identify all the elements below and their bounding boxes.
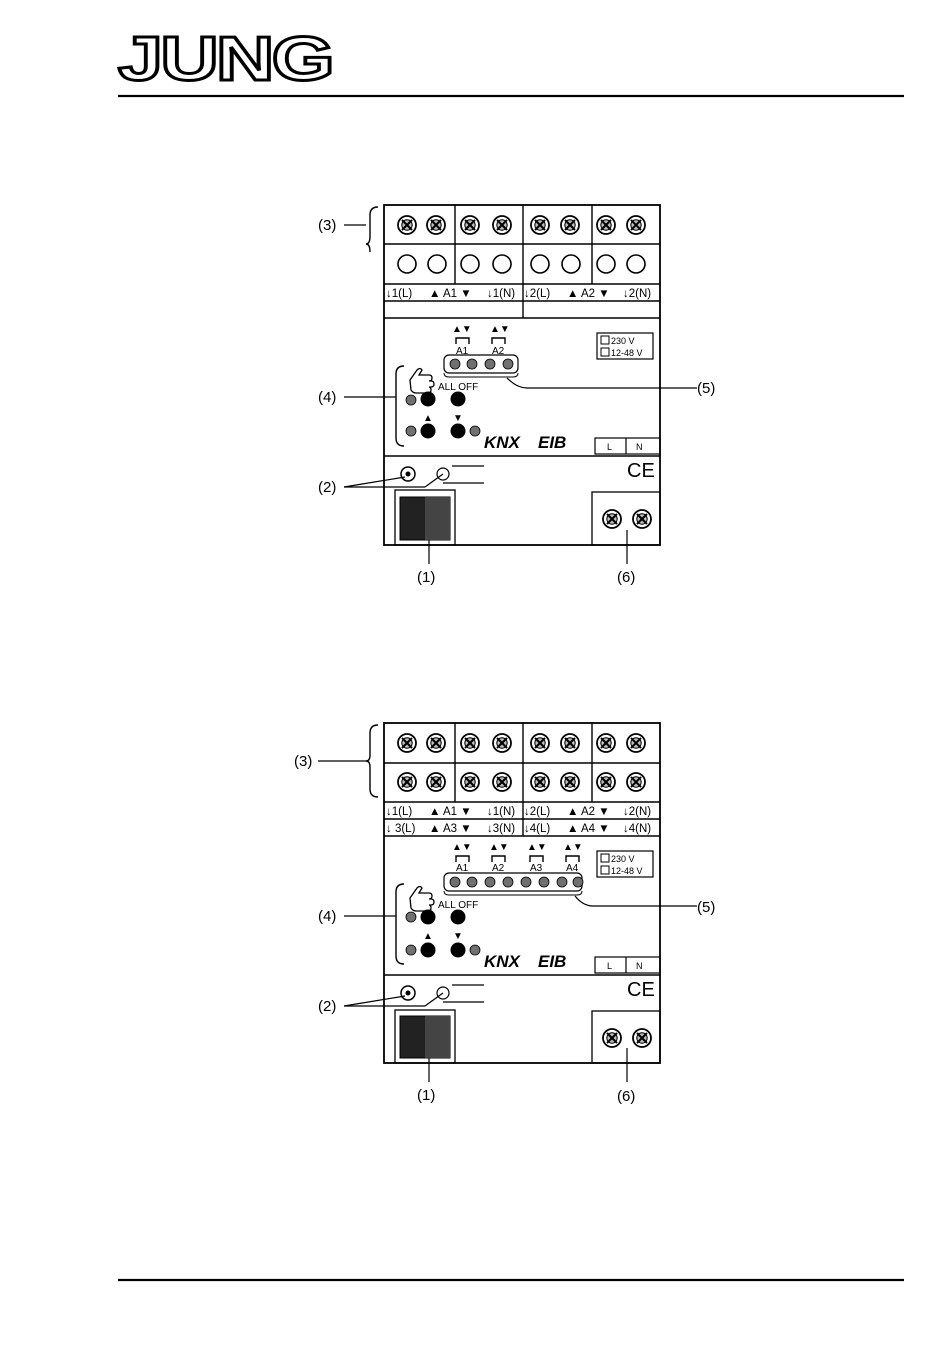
terminal-screws-row1	[398, 216, 645, 234]
callout-5: (5)	[697, 899, 715, 916]
callout-6: (6)	[617, 1088, 635, 1105]
channel-label: A3	[530, 863, 543, 874]
voltage-option: 230 V	[611, 336, 635, 346]
callout-1: (1)	[417, 1087, 435, 1104]
terminal-label: ▲ A1 ▼	[429, 288, 472, 300]
terminal-label: ▲ A4 ▼	[567, 823, 610, 835]
device-diagram-2ch: ↓1(L) ▲ A1 ▼ ↓1(N) ↓2(L) ▲ A2 ▼ ↓2(N) ▲▼…	[318, 205, 715, 586]
channel-arrows: ▲▼	[489, 842, 509, 853]
status-led	[467, 359, 477, 369]
supply-terminal-label: N	[636, 961, 643, 971]
channel-arrows: ▲▼	[452, 324, 472, 335]
callout-1: (1)	[417, 569, 435, 586]
terminal-label: ▲ A2 ▼	[567, 288, 610, 300]
terminal-label: ↓1(L)	[386, 806, 412, 818]
callout-2: (2)	[318, 998, 336, 1015]
supply-terminal-label: L	[607, 961, 612, 971]
supply-screw	[603, 1029, 621, 1047]
hand-icon	[410, 887, 434, 912]
terminal-label: ▲ A2 ▼	[567, 806, 610, 818]
manual-mode-button[interactable]	[421, 910, 436, 925]
terminal-screws-row1	[398, 734, 645, 752]
supply-screw	[603, 510, 621, 528]
ce-mark: CE	[627, 460, 655, 482]
knx-logo: KNX	[484, 433, 522, 452]
down-button[interactable]	[451, 943, 466, 958]
channel-label: A4	[566, 863, 579, 874]
voltage-option: 230 V	[611, 854, 635, 864]
all-off-button[interactable]	[451, 392, 466, 407]
terminal-label: ▲ A3 ▼	[429, 823, 472, 835]
callout-2: (2)	[318, 479, 336, 496]
terminal-holes-row2	[398, 255, 645, 273]
channel-arrows: ▲▼	[527, 842, 547, 853]
all-off-label: ALL OFF	[438, 900, 478, 911]
eib-logo: EIB	[538, 952, 566, 971]
terminal-label: ↓ 3(L)	[386, 823, 416, 835]
status-led	[485, 359, 495, 369]
status-led	[503, 359, 513, 369]
terminal-label: ↓1(N)	[487, 288, 515, 300]
callout-6: (6)	[617, 569, 635, 586]
channel-label: A2	[492, 863, 505, 874]
callout-3: (3)	[318, 217, 336, 234]
terminal-label: ↓2(N)	[623, 806, 651, 818]
channel-arrows: ▲▼	[490, 324, 510, 335]
supply-terminal-label: N	[636, 442, 643, 452]
channel-label: A1	[456, 863, 469, 874]
callout-4: (4)	[318, 389, 336, 406]
device-diagram-4ch: ↓1(L) ▲ A1 ▼ ↓1(N) ↓2(L) ▲ A2 ▼ ↓2(N) ↓ …	[294, 723, 715, 1105]
down-button[interactable]	[451, 424, 466, 439]
terminal-label: ↓2(N)	[623, 288, 651, 300]
logo-text: JUNG	[118, 25, 332, 94]
terminal-label: ↓1(L)	[386, 288, 412, 300]
voltage-option: 12-48 V	[611, 348, 643, 358]
terminal-screws-row2	[398, 773, 645, 791]
eib-logo: EIB	[538, 433, 566, 452]
all-off-button[interactable]	[451, 910, 466, 925]
up-button[interactable]	[421, 943, 436, 958]
voltage-option: 12-48 V	[611, 866, 643, 876]
ce-mark: CE	[627, 979, 655, 1001]
terminal-label: ↓3(N)	[487, 823, 515, 835]
hand-icon	[410, 369, 434, 394]
channel-arrows: ▲▼	[563, 842, 583, 853]
manual-mode-button[interactable]	[421, 392, 436, 407]
callout-3: (3)	[294, 753, 312, 770]
up-arrow: ▲	[423, 413, 433, 424]
jung-logo: JUNG	[118, 25, 332, 94]
terminal-label: ↓4(N)	[623, 823, 651, 835]
supply-terminal-label: L	[607, 442, 612, 452]
callout-4: (4)	[318, 908, 336, 925]
terminal-label: ↓4(L)	[524, 823, 550, 835]
channel-arrows: ▲▼	[452, 842, 472, 853]
terminal-label: ↓2(L)	[524, 806, 550, 818]
all-off-label: ALL OFF	[438, 382, 478, 393]
terminal-label: ↓2(L)	[524, 288, 550, 300]
knx-logo: KNX	[484, 952, 522, 971]
up-arrow: ▲	[423, 931, 433, 942]
up-button[interactable]	[421, 424, 436, 439]
down-arrow: ▼	[453, 931, 463, 942]
supply-screw	[633, 510, 651, 528]
callout-5: (5)	[697, 380, 715, 397]
terminal-label: ↓1(N)	[487, 806, 515, 818]
supply-screw	[633, 1029, 651, 1047]
down-arrow: ▼	[453, 413, 463, 424]
terminal-label: ▲ A1 ▼	[429, 806, 472, 818]
status-led	[450, 359, 460, 369]
